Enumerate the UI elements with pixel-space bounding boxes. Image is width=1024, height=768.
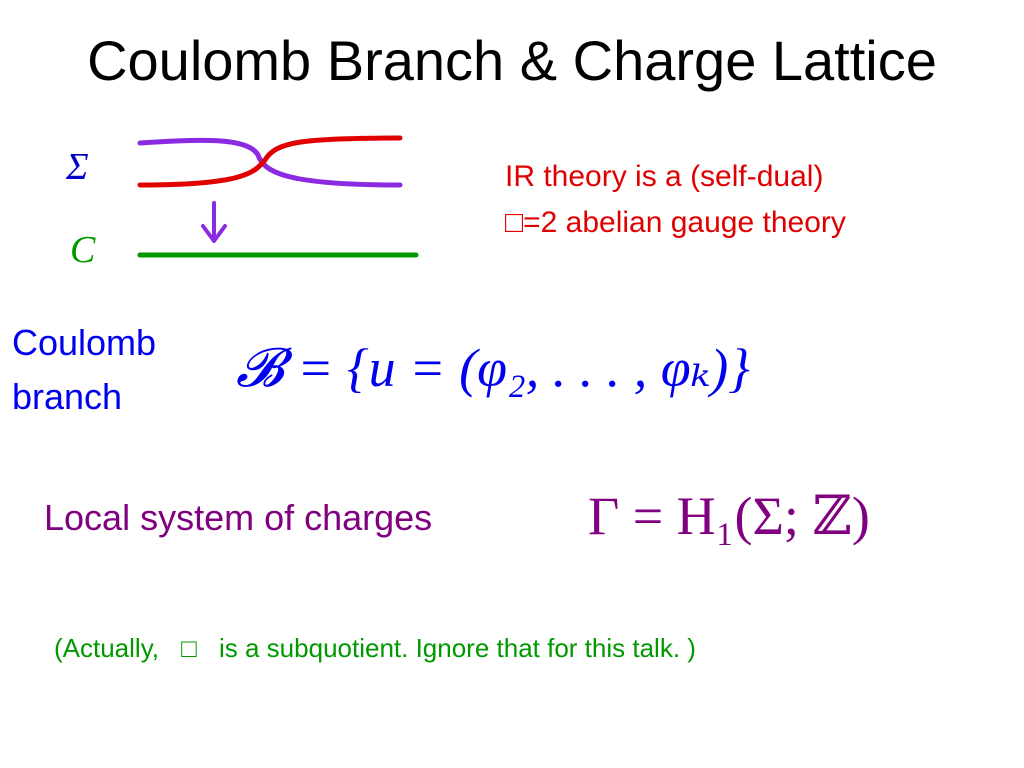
footnote-glyph: □: [181, 633, 197, 663]
coulomb-label-line-1: Coulomb: [12, 322, 157, 363]
sigma-label: Σ: [66, 146, 89, 188]
footnote-part-1: (Actually,: [54, 633, 159, 663]
ir-theory-line-2: □=2 abelian gauge theory: [505, 206, 846, 239]
footnote: (Actually, □ is a subquotient. Ignore that…: [54, 633, 696, 664]
projection-arrow-head: [201, 224, 227, 243]
coulomb-label-line-2: branch: [12, 376, 123, 417]
footnote-part-2: is a subquotient. Ignore that for this t…: [219, 633, 696, 663]
slide-title: Coulomb Branch & Charge Lattice: [87, 29, 937, 92]
curve-label: C: [70, 229, 96, 271]
charge-lattice-formula: Γ = H₁(Σ; ℤ): [588, 486, 870, 546]
local-system-label: Local system of charges: [44, 497, 433, 538]
sheet-red-curve: [137, 135, 403, 188]
branched-cover-diagram: [137, 135, 419, 258]
coulomb-branch-formula: 𝓑 = {u = (φ₂, . . . , φₖ)}: [236, 338, 750, 398]
sheet-purple-curve: [137, 137, 403, 188]
ir-theory-line-1: IR theory is a (self-dual): [505, 160, 824, 193]
